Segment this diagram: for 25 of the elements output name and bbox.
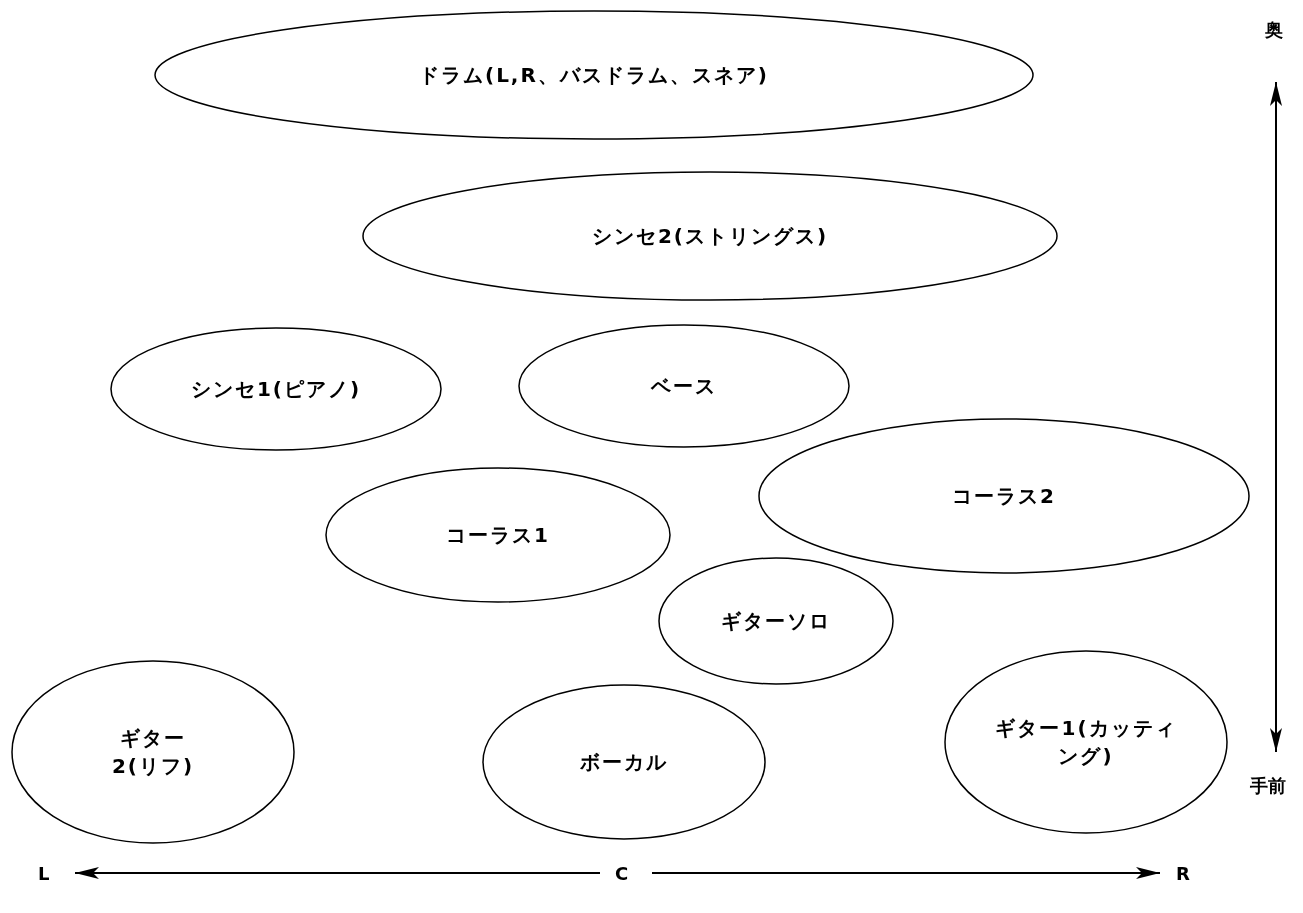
ellipse-node: [944, 650, 1228, 834]
node-label: ベース: [651, 373, 717, 400]
ellipse-node: [482, 684, 766, 840]
node-label: ドラム(L,R、バスドラム、スネア): [419, 62, 769, 89]
node-label: ボーカル: [580, 749, 668, 776]
node-label: シンセ1(ピアノ): [190, 376, 362, 403]
ellipse-node: [362, 171, 1058, 301]
ellipse-node: [658, 557, 894, 685]
ellipse-node: [518, 324, 850, 448]
node-label: コーラス1: [446, 522, 550, 549]
node-label: ギター1(カッティング): [994, 715, 1178, 770]
axis-label: L: [38, 863, 50, 884]
axis-label: C: [615, 863, 629, 884]
axis-label: 手前: [1250, 774, 1286, 798]
node-label: ギターソロ: [721, 608, 831, 635]
axis-label: 奥: [1265, 18, 1283, 42]
node-label: コーラス2: [952, 483, 1056, 510]
ellipse-node: [154, 10, 1034, 140]
ellipse-node: [325, 467, 671, 603]
ellipse-node: [758, 418, 1250, 574]
ellipse-node: [110, 327, 442, 451]
node-label: ギター2(リフ): [110, 725, 196, 780]
ellipse-node: [11, 660, 295, 844]
axis-label: R: [1176, 863, 1190, 884]
node-label: シンセ2(ストリングス): [591, 223, 829, 250]
